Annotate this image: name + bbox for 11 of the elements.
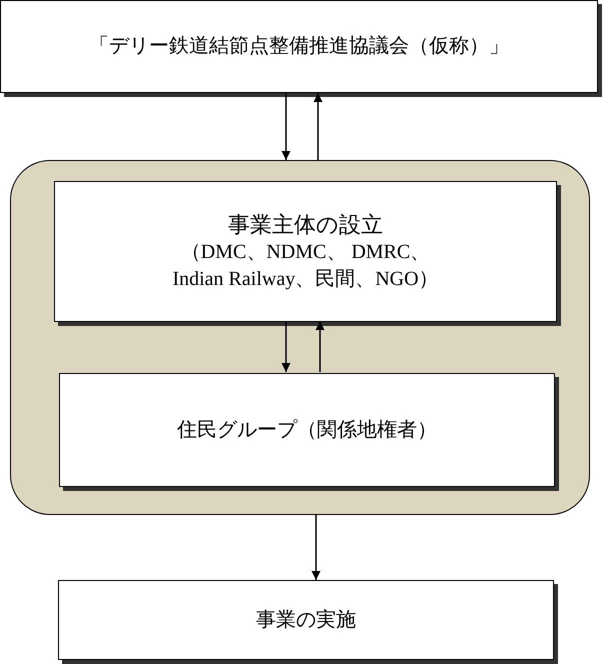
arrow xyxy=(282,321,290,372)
box-title: 「デリー鉄道結節点整備推進協議会（仮称）」 xyxy=(89,34,509,59)
box-title: 住民グループ（関係地権者） xyxy=(177,418,437,442)
box-title: 事業の実施 xyxy=(256,608,356,632)
arrow xyxy=(314,93,322,160)
box-title: 事業主体の設立 xyxy=(228,210,383,239)
arrow xyxy=(316,321,324,372)
group-band xyxy=(10,160,590,515)
arrow xyxy=(282,93,290,160)
arrow xyxy=(312,515,320,580)
box-text: （DMC、NDMC、 DMRC、 Indian Railway、民間、NGO） xyxy=(171,240,440,292)
